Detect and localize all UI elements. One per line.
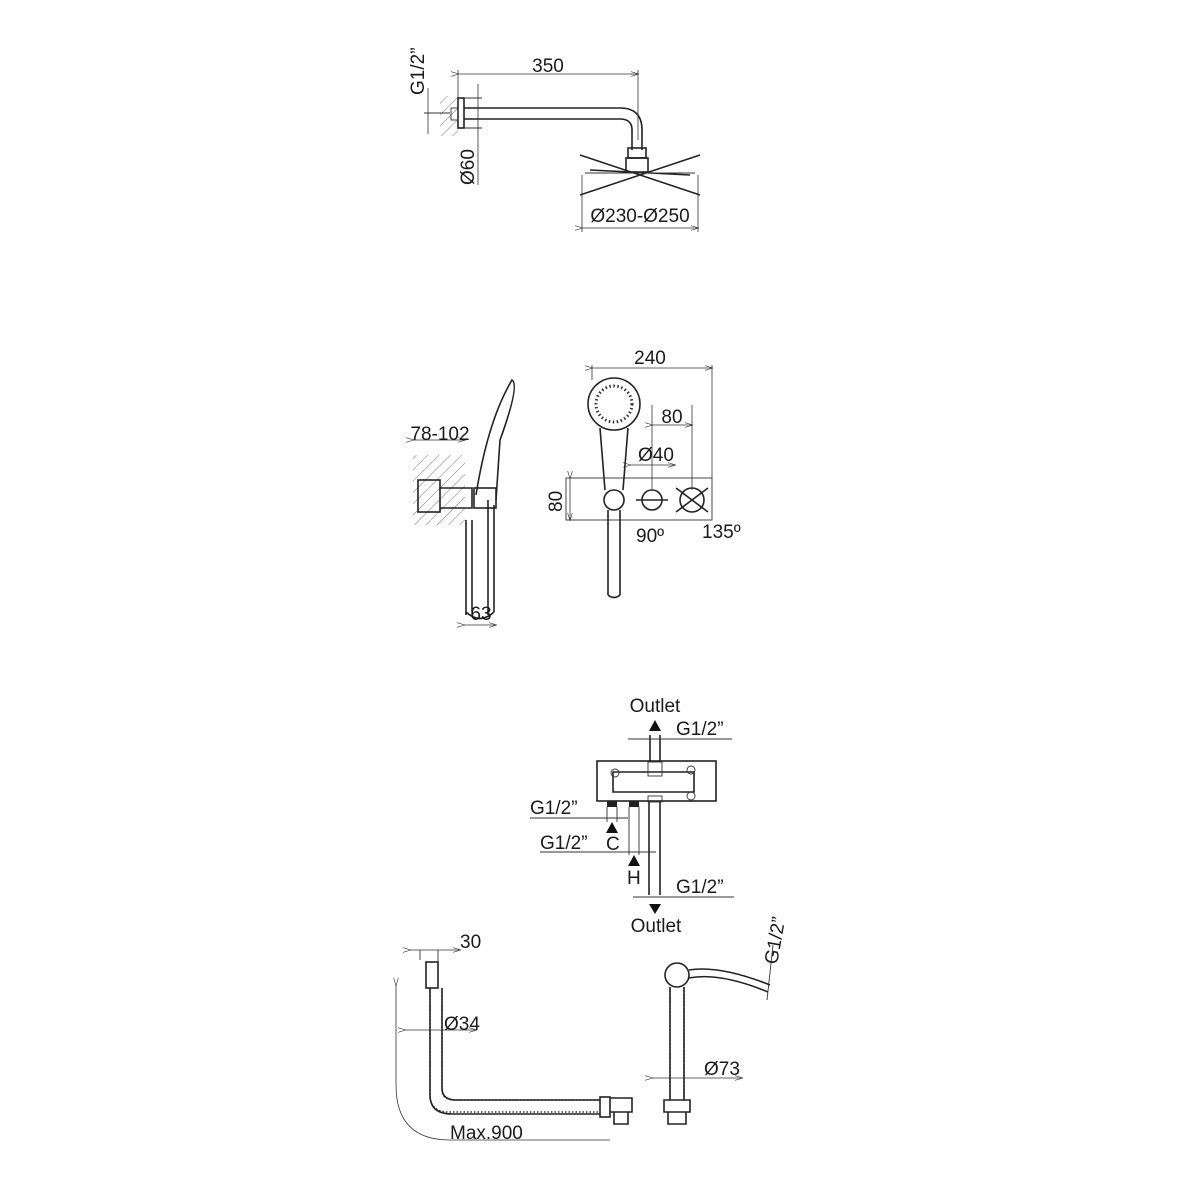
angle-right-label: 135º [702, 522, 741, 543]
arrow-up-icon [649, 720, 661, 731]
angle-left-label: 90º [636, 526, 664, 547]
flange-diameter-label: Ø60 [458, 149, 479, 185]
cold-thread-label: G1/2” [530, 798, 578, 819]
spout-thread-label: G1/2” [761, 915, 790, 965]
concealed-valve-drawing: Outlet G1/2” G1/2” C G1/2” H G1/2” Outle… [530, 696, 734, 937]
shower-arm-drawing: 350 G1/2” Ø60 Ø230-Ø250 [408, 47, 701, 232]
overflow-depth-label: 30 [460, 932, 481, 953]
knob-diameter-label: Ø40 [638, 445, 674, 466]
outlet-bottom-label: Outlet [631, 916, 682, 937]
arrow-down-icon [649, 904, 661, 914]
outlet-top-label: Outlet [630, 696, 681, 717]
hand-shower-front-drawing: 240 80 Ø40 80 90º 135º [546, 348, 741, 599]
outlet-bottom-thread-label: G1/2” [676, 877, 724, 898]
wall-depth-label: 78-102 [410, 424, 469, 445]
hand-shower-side-drawing: 78-102 63 [410, 378, 516, 625]
hot-label: H [627, 868, 641, 889]
cold-label: C [606, 834, 620, 855]
arrow-up-icon [628, 855, 640, 866]
max-length-label: Max.900 [450, 1123, 523, 1144]
holder-width-label: 63 [470, 604, 491, 625]
bath-filler-drawing: G1/2” Ø73 [652, 915, 790, 1125]
hose-diameter-label: Ø34 [444, 1014, 480, 1035]
knob-spacing-label: 80 [661, 407, 682, 428]
arm-thread-label: G1/2” [408, 47, 429, 95]
arrow-up-icon [606, 822, 618, 833]
wall-hatch [440, 96, 458, 136]
total-width-label: 240 [634, 348, 666, 369]
hot-thread-label: G1/2” [540, 833, 588, 854]
outlet-top-thread-label: G1/2” [676, 719, 724, 740]
bath-waste-drawing: 30 Ø34 Max.900 [396, 932, 633, 1144]
head-diameter-label: Ø230-Ø250 [590, 206, 689, 227]
height-label: 80 [546, 491, 567, 512]
arm-length-label: 350 [532, 56, 564, 77]
spout-diameter-label: Ø73 [704, 1059, 740, 1080]
